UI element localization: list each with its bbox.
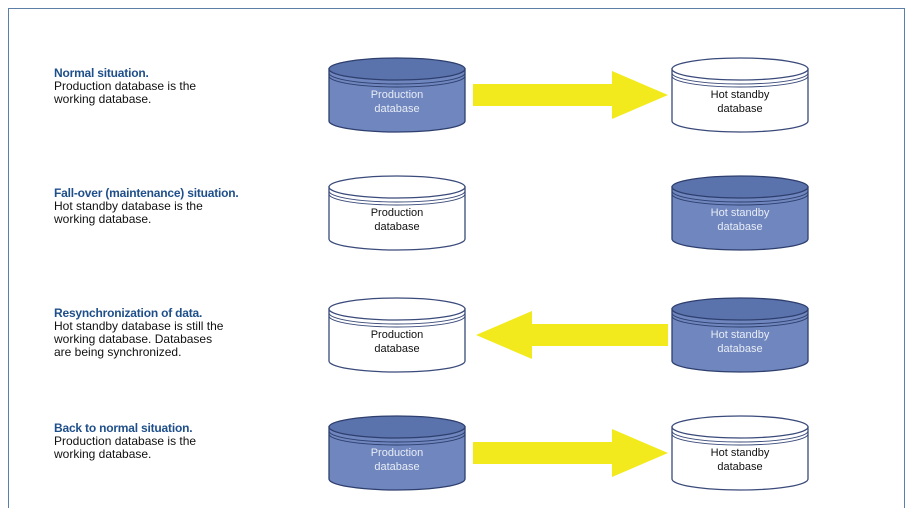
cylinder-rim-line xyxy=(328,72,466,85)
row-1-description: Normal situation. Production database is… xyxy=(54,67,196,106)
cylinder-top xyxy=(671,57,809,81)
cylinder-top xyxy=(328,297,466,321)
cylinder-body xyxy=(328,186,466,251)
cylinder-body xyxy=(671,186,809,251)
row-4-production-database: Production database xyxy=(328,415,466,491)
row-2-hot-standby-database: Hot standby database xyxy=(671,175,809,251)
row-4-sync-arrow-right xyxy=(473,429,668,477)
row-1-title: Normal situation. xyxy=(54,66,149,80)
db-label-line: Production xyxy=(371,89,424,101)
cylinder-body xyxy=(328,68,466,133)
db-label-line: Hot standby xyxy=(711,447,770,459)
row-1-production-database: Production database xyxy=(328,57,466,133)
cylinder-rim-line xyxy=(328,190,466,203)
row-4-body-line-2: working database. xyxy=(54,447,152,461)
row-3-production-database: Production database xyxy=(328,297,466,373)
cylinder-rim-line xyxy=(328,315,466,328)
db-label-line: Hot standby xyxy=(711,89,770,101)
cylinder-rim-line xyxy=(671,315,809,328)
cylinder-top xyxy=(328,415,466,439)
db-label-line: database xyxy=(374,343,419,355)
row-2-description: Fall-over (maintenance) situation. Hot s… xyxy=(54,187,239,226)
row-2-body-line-2: working database. xyxy=(54,212,152,226)
db-label-line: database xyxy=(374,461,419,473)
row-3-description: Resynchronization of data. Hot standby d… xyxy=(54,307,223,359)
db-label-line: Production xyxy=(371,207,424,219)
db-label-line: database xyxy=(374,221,419,233)
diagram-frame xyxy=(8,8,905,508)
cylinder-rim-line xyxy=(328,193,466,206)
cylinder-rim-line xyxy=(671,190,809,203)
db-label-line: Hot standby xyxy=(711,207,770,219)
cylinder-body xyxy=(671,308,809,373)
row-3-title: Resynchronization of data. xyxy=(54,306,203,320)
row-2-body-line-1: Hot standby database is the xyxy=(54,199,203,213)
cylinder-rim-line xyxy=(671,312,809,325)
row-1-body-line-1: Production database is the xyxy=(54,79,197,93)
cylinder-body xyxy=(671,68,809,133)
cylinder-rim-line xyxy=(328,312,466,325)
cylinder-rim-line xyxy=(328,75,466,88)
row-2-production-database: Production database xyxy=(328,175,466,251)
cylinder-top xyxy=(328,175,466,199)
cylinder-body xyxy=(671,426,809,491)
row-3-body-line-2: working database. Databases xyxy=(54,332,213,346)
cylinder-body xyxy=(328,308,466,373)
db-label-line: database xyxy=(717,461,762,473)
row-4-body-line-1: Production database is the xyxy=(54,434,197,448)
cylinder-rim-line xyxy=(671,433,809,446)
row-4-title: Back to normal situation. xyxy=(54,421,193,435)
db-label-line: Hot standby xyxy=(711,329,770,341)
row-3-sync-arrow-left xyxy=(476,311,668,359)
cylinder-rim-line xyxy=(328,433,466,446)
row-4-hot-standby-database: Hot standby database xyxy=(671,415,809,491)
row-4-description: Back to normal situation. Production dat… xyxy=(54,422,196,461)
db-label-line: database xyxy=(717,103,762,115)
cylinder-rim-line xyxy=(671,430,809,443)
row-1-hot-standby-database: Hot standby database xyxy=(671,57,809,133)
cylinder-top xyxy=(671,415,809,439)
row-3-body-line-3: are being synchronized. xyxy=(54,345,182,359)
cylinder-rim-line xyxy=(671,193,809,206)
db-label-line: database xyxy=(717,343,762,355)
cylinder-top xyxy=(671,175,809,199)
cylinder-rim-line xyxy=(671,72,809,85)
row-1-sync-arrow-right xyxy=(473,71,668,119)
row-3-body-line-1: Hot standby database is still the xyxy=(54,319,224,333)
row-1-body-line-2: working database. xyxy=(54,92,152,106)
cylinder-top xyxy=(328,57,466,81)
db-label-line: database xyxy=(374,103,419,115)
cylinder-rim-line xyxy=(671,75,809,88)
db-label-line: Production xyxy=(371,329,424,341)
row-2-title: Fall-over (maintenance) situation. xyxy=(54,186,239,200)
row-3-hot-standby-database: Hot standby database xyxy=(671,297,809,373)
cylinder-rim-line xyxy=(328,430,466,443)
cylinder-body xyxy=(328,426,466,491)
cylinder-top xyxy=(671,297,809,321)
db-label-line: Production xyxy=(371,447,424,459)
db-label-line: database xyxy=(717,221,762,233)
